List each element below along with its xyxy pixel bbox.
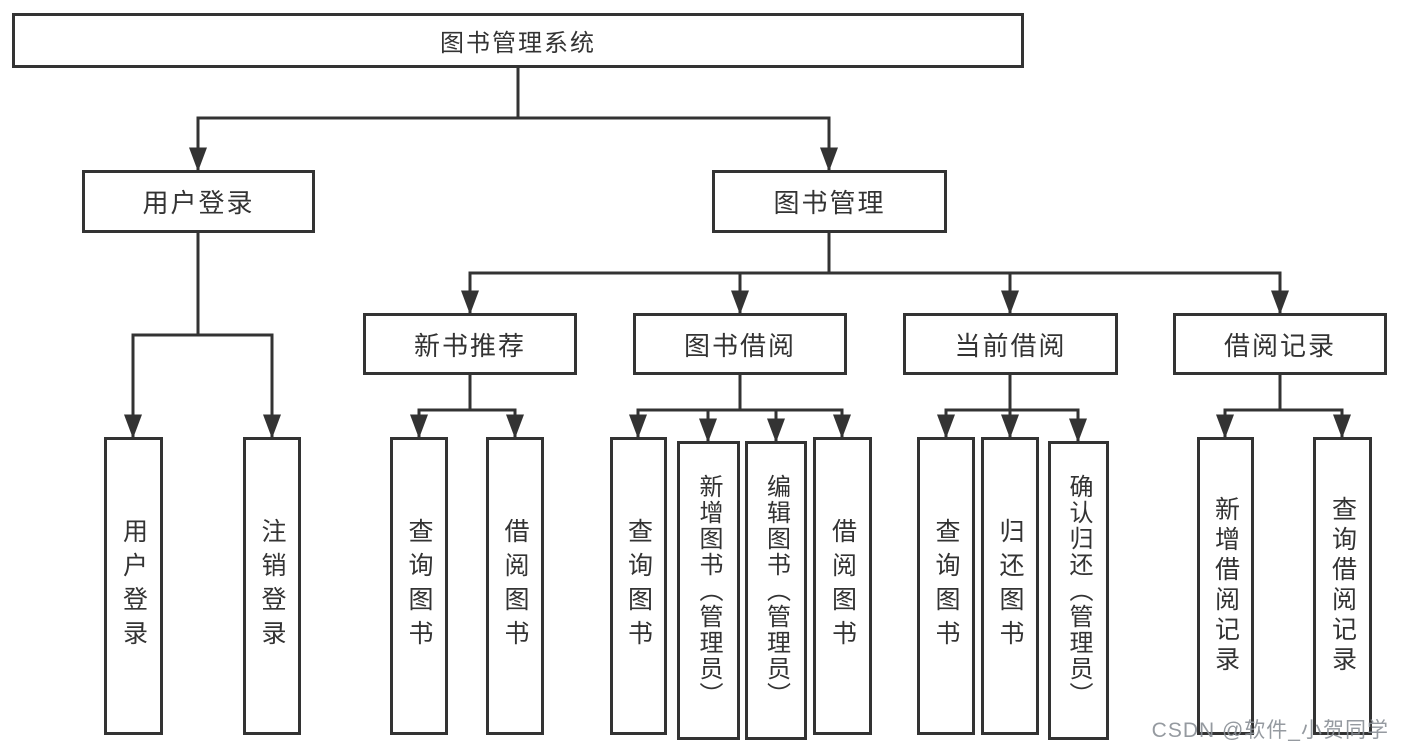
leaf-query-books-recommend: 查询图书 xyxy=(390,437,448,735)
node-user-login: 用户登录 xyxy=(82,170,315,233)
leaf-query-borrow-record: 查询借阅记录 xyxy=(1313,437,1372,735)
node-book-borrowing: 图书借阅 xyxy=(633,313,847,375)
node-borrowing-records: 借阅记录 xyxy=(1173,313,1387,375)
leaf-add-borrow-record: 新增借阅记录 xyxy=(1197,437,1254,735)
leaf-edit-books-admin: 编辑图书（管理员） xyxy=(745,441,807,740)
node-library-system: 图书管理系统 xyxy=(12,13,1024,68)
leaf-query-books-current: 查询图书 xyxy=(917,437,975,735)
leaf-confirm-return-admin: 确认归还（管理员） xyxy=(1048,441,1109,740)
csdn-watermark: CSDN @软件_小贺同学 xyxy=(1151,719,1389,742)
leaf-add-books-admin: 新增图书（管理员） xyxy=(677,441,740,740)
leaf-logout-login: 注销登录 xyxy=(243,437,301,735)
node-book-management: 图书管理 xyxy=(712,170,947,233)
node-current-borrowing: 当前借阅 xyxy=(903,313,1118,375)
node-new-book-recommend: 新书推荐 xyxy=(363,313,577,375)
leaf-query-books-borrowing: 查询图书 xyxy=(610,437,667,735)
leaf-borrow-books-recommend: 借阅图书 xyxy=(486,437,544,735)
leaf-return-books: 归还图书 xyxy=(981,437,1039,735)
leaf-borrow-books-borrowing: 借阅图书 xyxy=(813,437,872,735)
leaf-user-login: 用户登录 xyxy=(104,437,163,735)
